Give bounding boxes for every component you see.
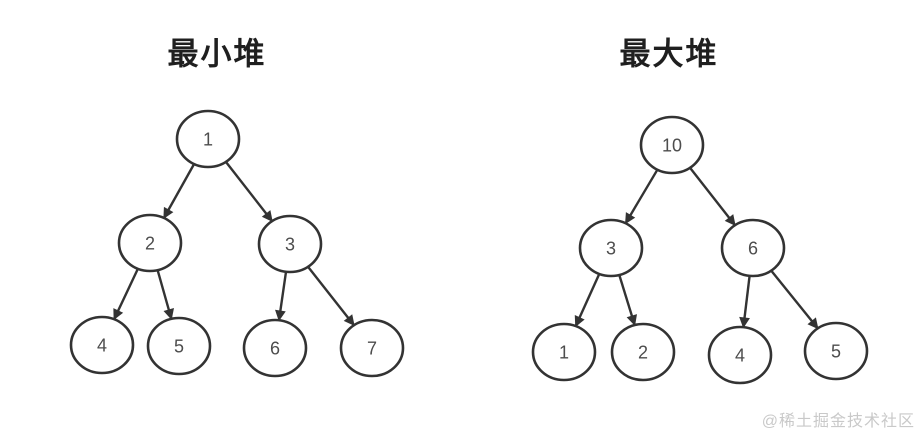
min-heap-tree: 1 2 3 4 5 6 7 — [69, 109, 405, 378]
min-heap-node-label-4: 4 — [97, 335, 107, 355]
min-heap-node-2 — [117, 213, 183, 273]
min-heap-node-label-2: 2 — [145, 233, 155, 253]
min-heap-node-label-1: 1 — [203, 129, 213, 149]
edge-arrow-m10-m3 — [624, 169, 659, 225]
max-heap-node-label-4: 4 — [735, 345, 745, 365]
min-heap-node-label-6: 6 — [270, 338, 280, 358]
min-heap-node-4 — [69, 315, 135, 375]
max-heap-node-3 — [578, 218, 644, 278]
edge-arrow-m6-m4 — [739, 275, 751, 329]
min-heap-node-label-3: 3 — [285, 234, 295, 254]
edge-arrow-m10-m6 — [689, 167, 736, 227]
min-heap-node-5 — [146, 316, 212, 376]
max-heap-node-label-2: 2 — [638, 342, 648, 362]
max-heap-node-1 — [531, 322, 597, 382]
edge-arrow-m6-m5 — [770, 269, 819, 330]
trees-layer: 1 2 3 4 5 6 7 10 3 6 1 2 4 5 — [69, 109, 869, 385]
max-heap-node-label-6: 6 — [748, 238, 758, 258]
min-heap-node-3 — [257, 214, 323, 274]
max-heap-node-4 — [707, 325, 773, 385]
min-heap-node-1 — [175, 109, 241, 169]
watermark-text: @稀土掘金技术社区 — [761, 413, 915, 430]
max-heap-node-6 — [720, 218, 786, 278]
edge-arrow-n1-n3 — [224, 161, 274, 222]
min-heap-node-6 — [242, 318, 308, 378]
min-heap-node-label-7: 7 — [367, 338, 377, 358]
max-heap-node-2 — [610, 322, 676, 382]
max-heap-node-5 — [803, 321, 869, 381]
edge-arrow-n2-n5 — [156, 269, 174, 320]
min-heap-title: 最小堆 — [167, 36, 267, 72]
min-heap-node-label-5: 5 — [174, 336, 184, 356]
edge-arrow-n3-n7 — [307, 266, 355, 327]
max-heap-tree: 10 3 6 1 2 4 5 — [531, 115, 869, 385]
edge-arrow-m3-m2 — [618, 274, 638, 327]
max-heap-node-label-1: 1 — [559, 342, 569, 362]
edge-arrow-m3-m1 — [574, 273, 601, 328]
max-heap-node-label-3: 3 — [606, 238, 616, 258]
min-heap-node-7 — [339, 318, 405, 378]
edge-arrow-n2-n4 — [113, 268, 139, 321]
edge-arrow-n3-n6 — [275, 271, 288, 322]
max-heap-node-label-5: 5 — [831, 341, 841, 361]
max-heap-node-10 — [639, 115, 705, 175]
edge-arrow-n1-n2 — [162, 163, 196, 219]
max-heap-title: 最大堆 — [619, 36, 719, 72]
max-heap-node-label-10: 10 — [662, 135, 682, 155]
